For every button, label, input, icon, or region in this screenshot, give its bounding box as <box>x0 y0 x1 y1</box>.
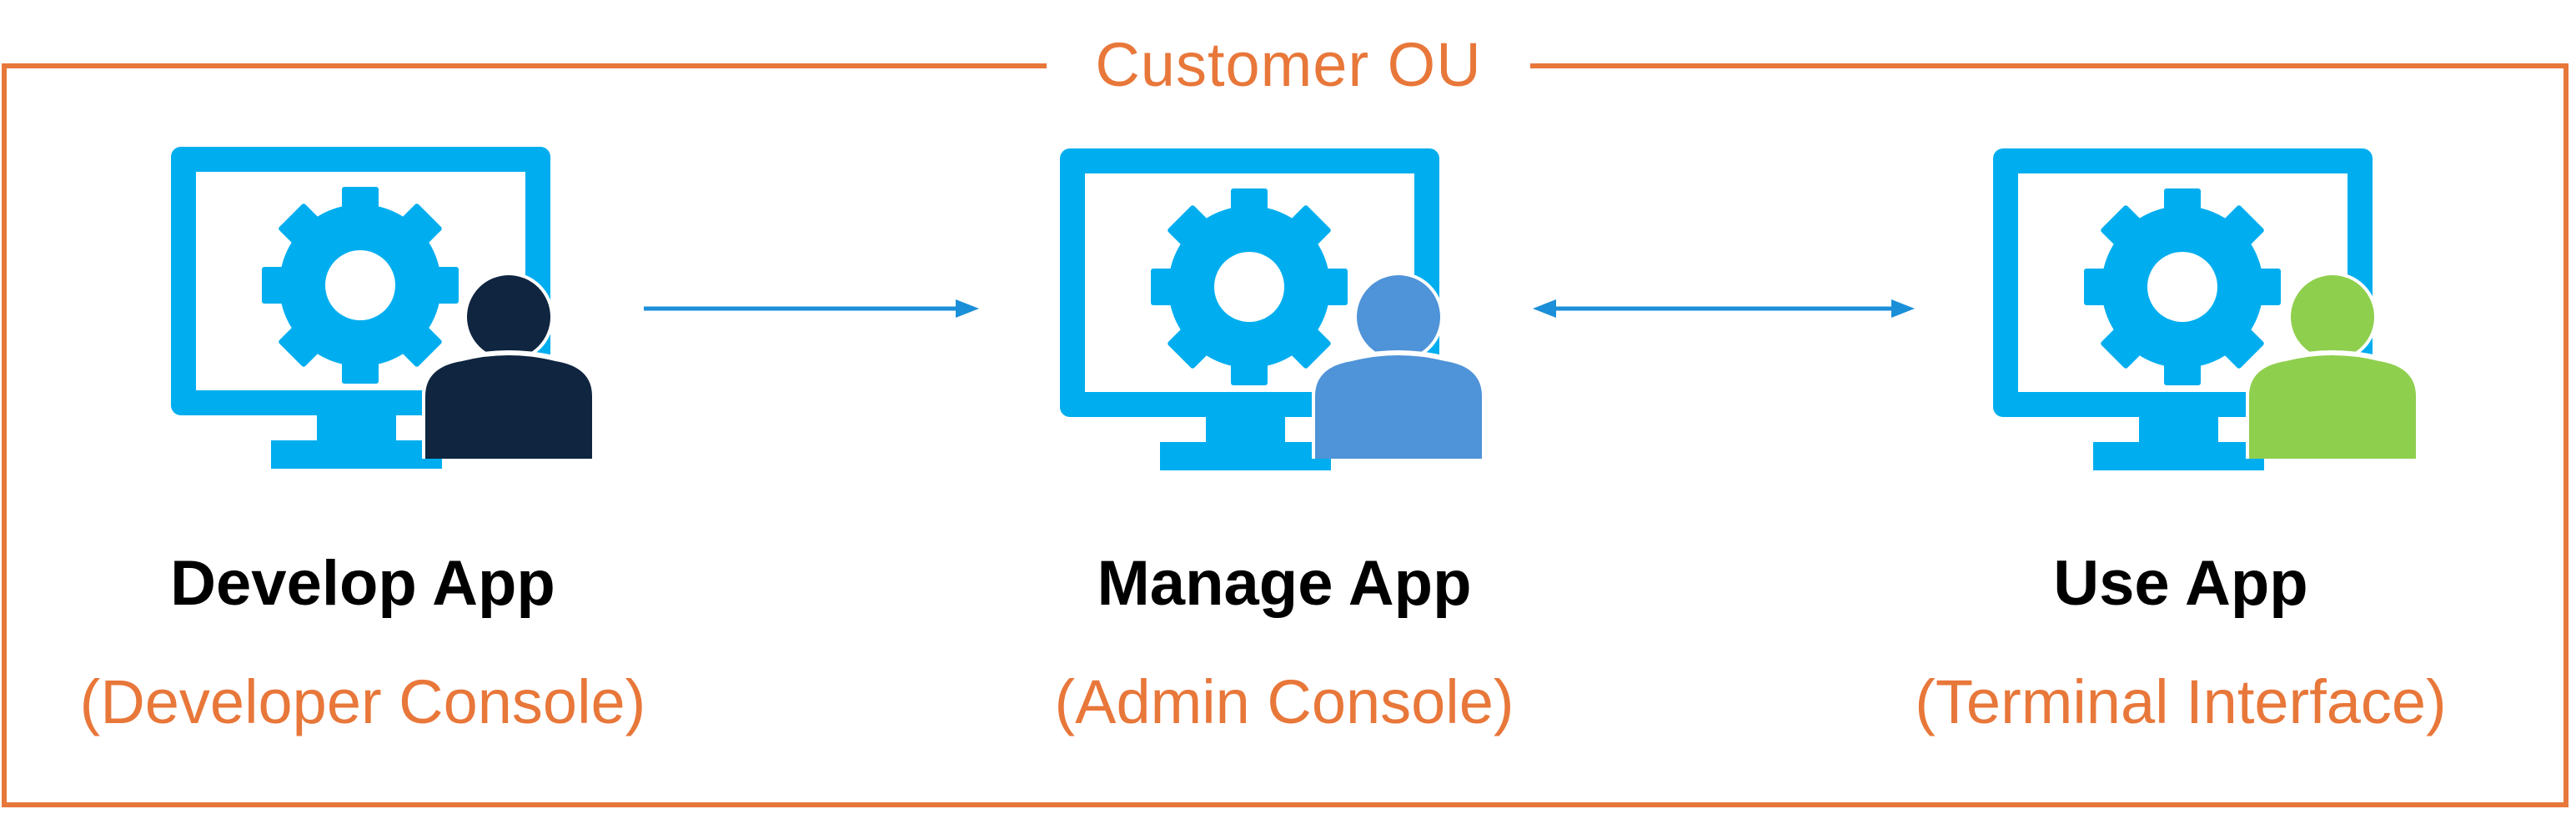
arrowhead-icon <box>1891 299 1915 318</box>
node-subtitle: (Admin Console) <box>1054 667 1514 736</box>
user-icon <box>2246 272 2419 459</box>
arrow-manage-use-bidirectional <box>1533 299 1915 318</box>
user-body <box>425 355 592 459</box>
arrow-develop-to-manage <box>644 299 979 318</box>
gear-icon <box>262 187 459 384</box>
user-icon <box>1312 272 1485 459</box>
gear-icon <box>1151 188 1348 385</box>
user-head <box>1357 275 1440 359</box>
node-subtitle: (Terminal Interface) <box>1915 667 2447 736</box>
user-body <box>1315 355 1482 459</box>
use-app-node: Use App (Terminal Interface) <box>1855 142 2506 776</box>
manage-app-node: Manage App (Admin Console) <box>959 142 1609 776</box>
arrowhead-icon <box>1533 299 1556 318</box>
node-subtitle: (Developer Console) <box>79 667 646 736</box>
arrowhead-icon <box>956 299 979 318</box>
user-body <box>2249 355 2416 459</box>
gear-icon <box>2084 188 2281 385</box>
customer-ou-label: Customer OU <box>1047 25 1530 105</box>
develop-app-node: Develop App (Developer Console) <box>38 142 688 776</box>
node-title: Use App <box>2053 548 2308 619</box>
user-head <box>467 275 550 359</box>
user-icon <box>422 272 595 459</box>
monitor-gear-user-icon <box>1993 148 2419 470</box>
node-title: Develop App <box>170 548 555 619</box>
user-head <box>2291 275 2374 359</box>
node-title: Manage App <box>1097 548 1472 619</box>
monitor-gear-user-icon <box>171 147 595 469</box>
monitor-gear-user-icon <box>1060 148 1485 470</box>
